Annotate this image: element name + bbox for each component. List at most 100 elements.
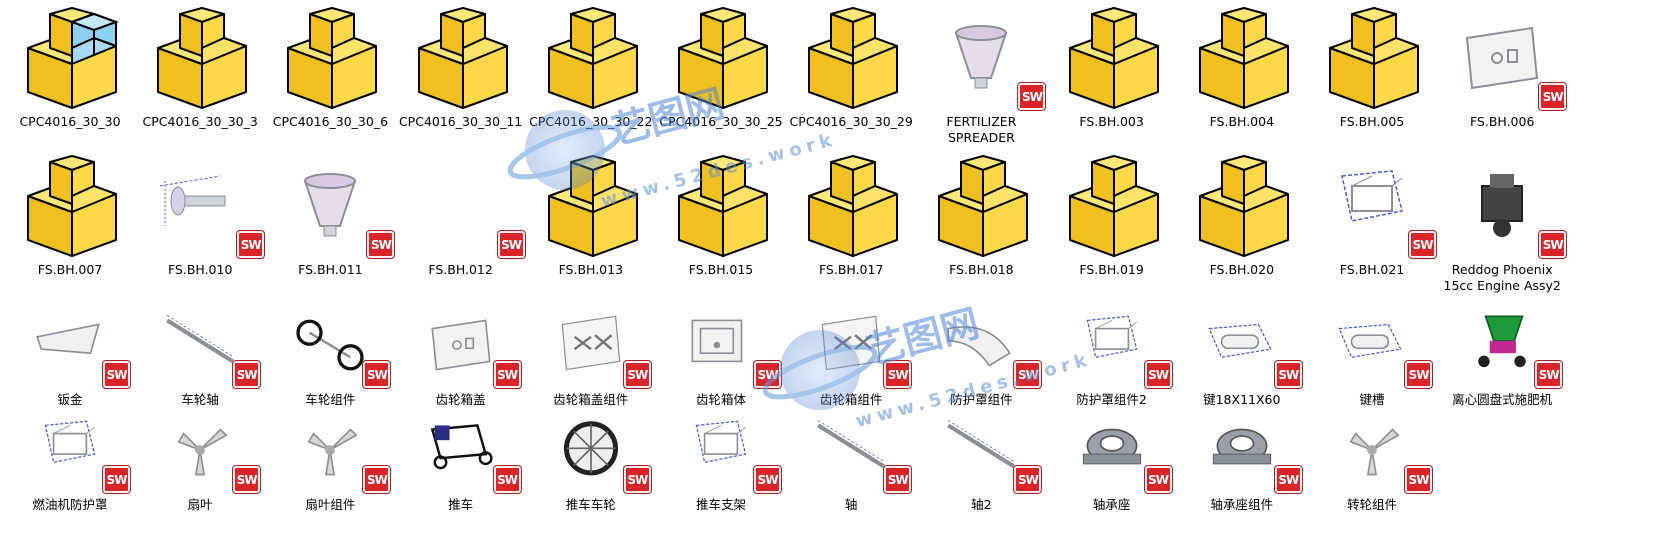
file-item[interactable]: FS.BH.018 — [911, 152, 1051, 302]
shaft-thumbnail: SW — [150, 156, 265, 258]
frame-thumbnail: SW — [675, 409, 781, 493]
file-item[interactable]: CPC4016_30_30_29 — [781, 4, 921, 154]
part-icon — [671, 7, 771, 109]
file-item[interactable]: FS.BH.015 — [651, 152, 791, 302]
file-item[interactable]: FS.BH.005 — [1302, 4, 1442, 154]
part-icon — [1062, 155, 1162, 257]
file-name: FS.BH.018 — [949, 262, 1014, 277]
file-name: FS.BH.003 — [1079, 114, 1144, 129]
plate-thumbnail: SW — [415, 304, 521, 388]
file-name: 推车车轮 — [565, 497, 616, 512]
file-item[interactable]: CPC4016_30_30_25 — [651, 4, 791, 154]
file-item[interactable]: SW 轴2 — [911, 405, 1051, 555]
solidworks-icon: SW — [754, 466, 781, 493]
fan-thumbnail: SW — [284, 409, 391, 493]
solidworks-icon: SW — [497, 231, 525, 258]
bearing-thumbnail: SW — [1066, 409, 1172, 493]
part-icon — [1062, 7, 1162, 109]
file-name: FS.BH.013 — [558, 262, 624, 277]
file-item[interactable]: FS.BH.020 — [1172, 152, 1312, 302]
file-name: 推车支架 — [695, 497, 746, 512]
file-item[interactable]: FS.BH.019 — [1042, 152, 1182, 302]
file-item[interactable]: FS.BH.004 — [1172, 4, 1312, 154]
file-item[interactable]: SW 齿轮箱盖组件 — [521, 300, 661, 450]
file-item[interactable]: SW FS.BH.010 — [130, 152, 270, 302]
file-name: FS.BH.012 — [428, 262, 493, 277]
file-item[interactable]: FS.BH.013 — [521, 152, 661, 302]
solidworks-icon: SW — [1144, 361, 1172, 388]
solidworks-icon: SW — [623, 361, 651, 388]
file-item[interactable]: CPC4016_30_30_3 — [130, 4, 270, 154]
solidworks-icon: SW — [1405, 361, 1432, 388]
file-name: FS.BH.010 — [167, 262, 233, 277]
file-item[interactable]: SW FS.BH.012 — [391, 152, 531, 302]
file-name: 轴2 — [971, 497, 992, 512]
solidworks-icon: SW — [103, 466, 130, 493]
solidworks-icon: SW — [884, 361, 912, 388]
file-name: FS.BH.017 — [818, 262, 884, 277]
file-item[interactable]: FS.BH.017 — [781, 152, 921, 302]
axle-thumbnail: SW — [805, 409, 912, 493]
file-name: FS.BH.019 — [1079, 262, 1144, 277]
solidworks-icon: SW — [367, 231, 395, 258]
file-item[interactable]: SW 齿轮箱盖 — [391, 300, 531, 450]
file-item[interactable]: CPC4016_30_30_11 — [391, 4, 531, 154]
sheet-thumbnail: SW — [24, 304, 130, 388]
bearing-thumbnail: SW — [1196, 409, 1302, 493]
file-name: 扇叶 — [187, 497, 213, 512]
file-item[interactable]: SW 转轮组件 — [1302, 405, 1442, 555]
file-name: CPC4016_30_30_3 — [142, 114, 258, 129]
file-item[interactable]: CPC4016_30_30_6 — [260, 4, 400, 154]
file-name: CPC4016_30_30_11 — [398, 114, 523, 129]
part-icon — [150, 7, 250, 109]
file-name: 齿轮箱盖 — [435, 392, 486, 407]
file-item[interactable]: CPC4016_30_30_22 — [521, 4, 661, 154]
file-item[interactable]: FS.BH.003 — [1042, 4, 1182, 154]
file-name: Reddog Phoenix 15cc Engine Assy2 — [1443, 262, 1561, 293]
solidworks-icon: SW — [493, 466, 521, 493]
solidworks-icon: SW — [493, 361, 521, 388]
file-item[interactable]: SW 推车支架 — [651, 405, 791, 555]
file-name: 齿轮箱盖组件 — [553, 392, 629, 407]
file-item[interactable]: CPC4016_30_30 — [0, 4, 140, 154]
file-name: 离心圆盘式施肥机 — [1452, 392, 1553, 407]
solidworks-icon: SW — [1018, 83, 1046, 110]
file-item[interactable]: FS.BH.007 — [0, 152, 140, 302]
file-name: 车轮组件 — [305, 392, 356, 407]
solidworks-icon: SW — [623, 466, 651, 493]
file-name: FS.BH.004 — [1209, 114, 1275, 129]
file-name: FS.BH.005 — [1339, 114, 1405, 129]
part-icon — [280, 7, 380, 109]
part-icon — [801, 7, 901, 109]
fan-thumbnail: SW — [1326, 409, 1432, 493]
key-thumbnail: SW — [1196, 304, 1302, 388]
key-thumbnail: SW — [1326, 304, 1432, 388]
part-icon — [1322, 7, 1422, 109]
file-name: 转轮组件 — [1346, 497, 1397, 512]
file-item[interactable]: SW Reddog Phoenix 15cc Engine Assy2 — [1432, 152, 1572, 302]
solidworks-icon: SW — [1014, 466, 1042, 493]
file-item[interactable]: SW 推车车轮 — [521, 405, 661, 555]
engine-thumbnail: SW — [1452, 156, 1567, 258]
file-name: CPC4016_30_30_29 — [789, 114, 913, 129]
